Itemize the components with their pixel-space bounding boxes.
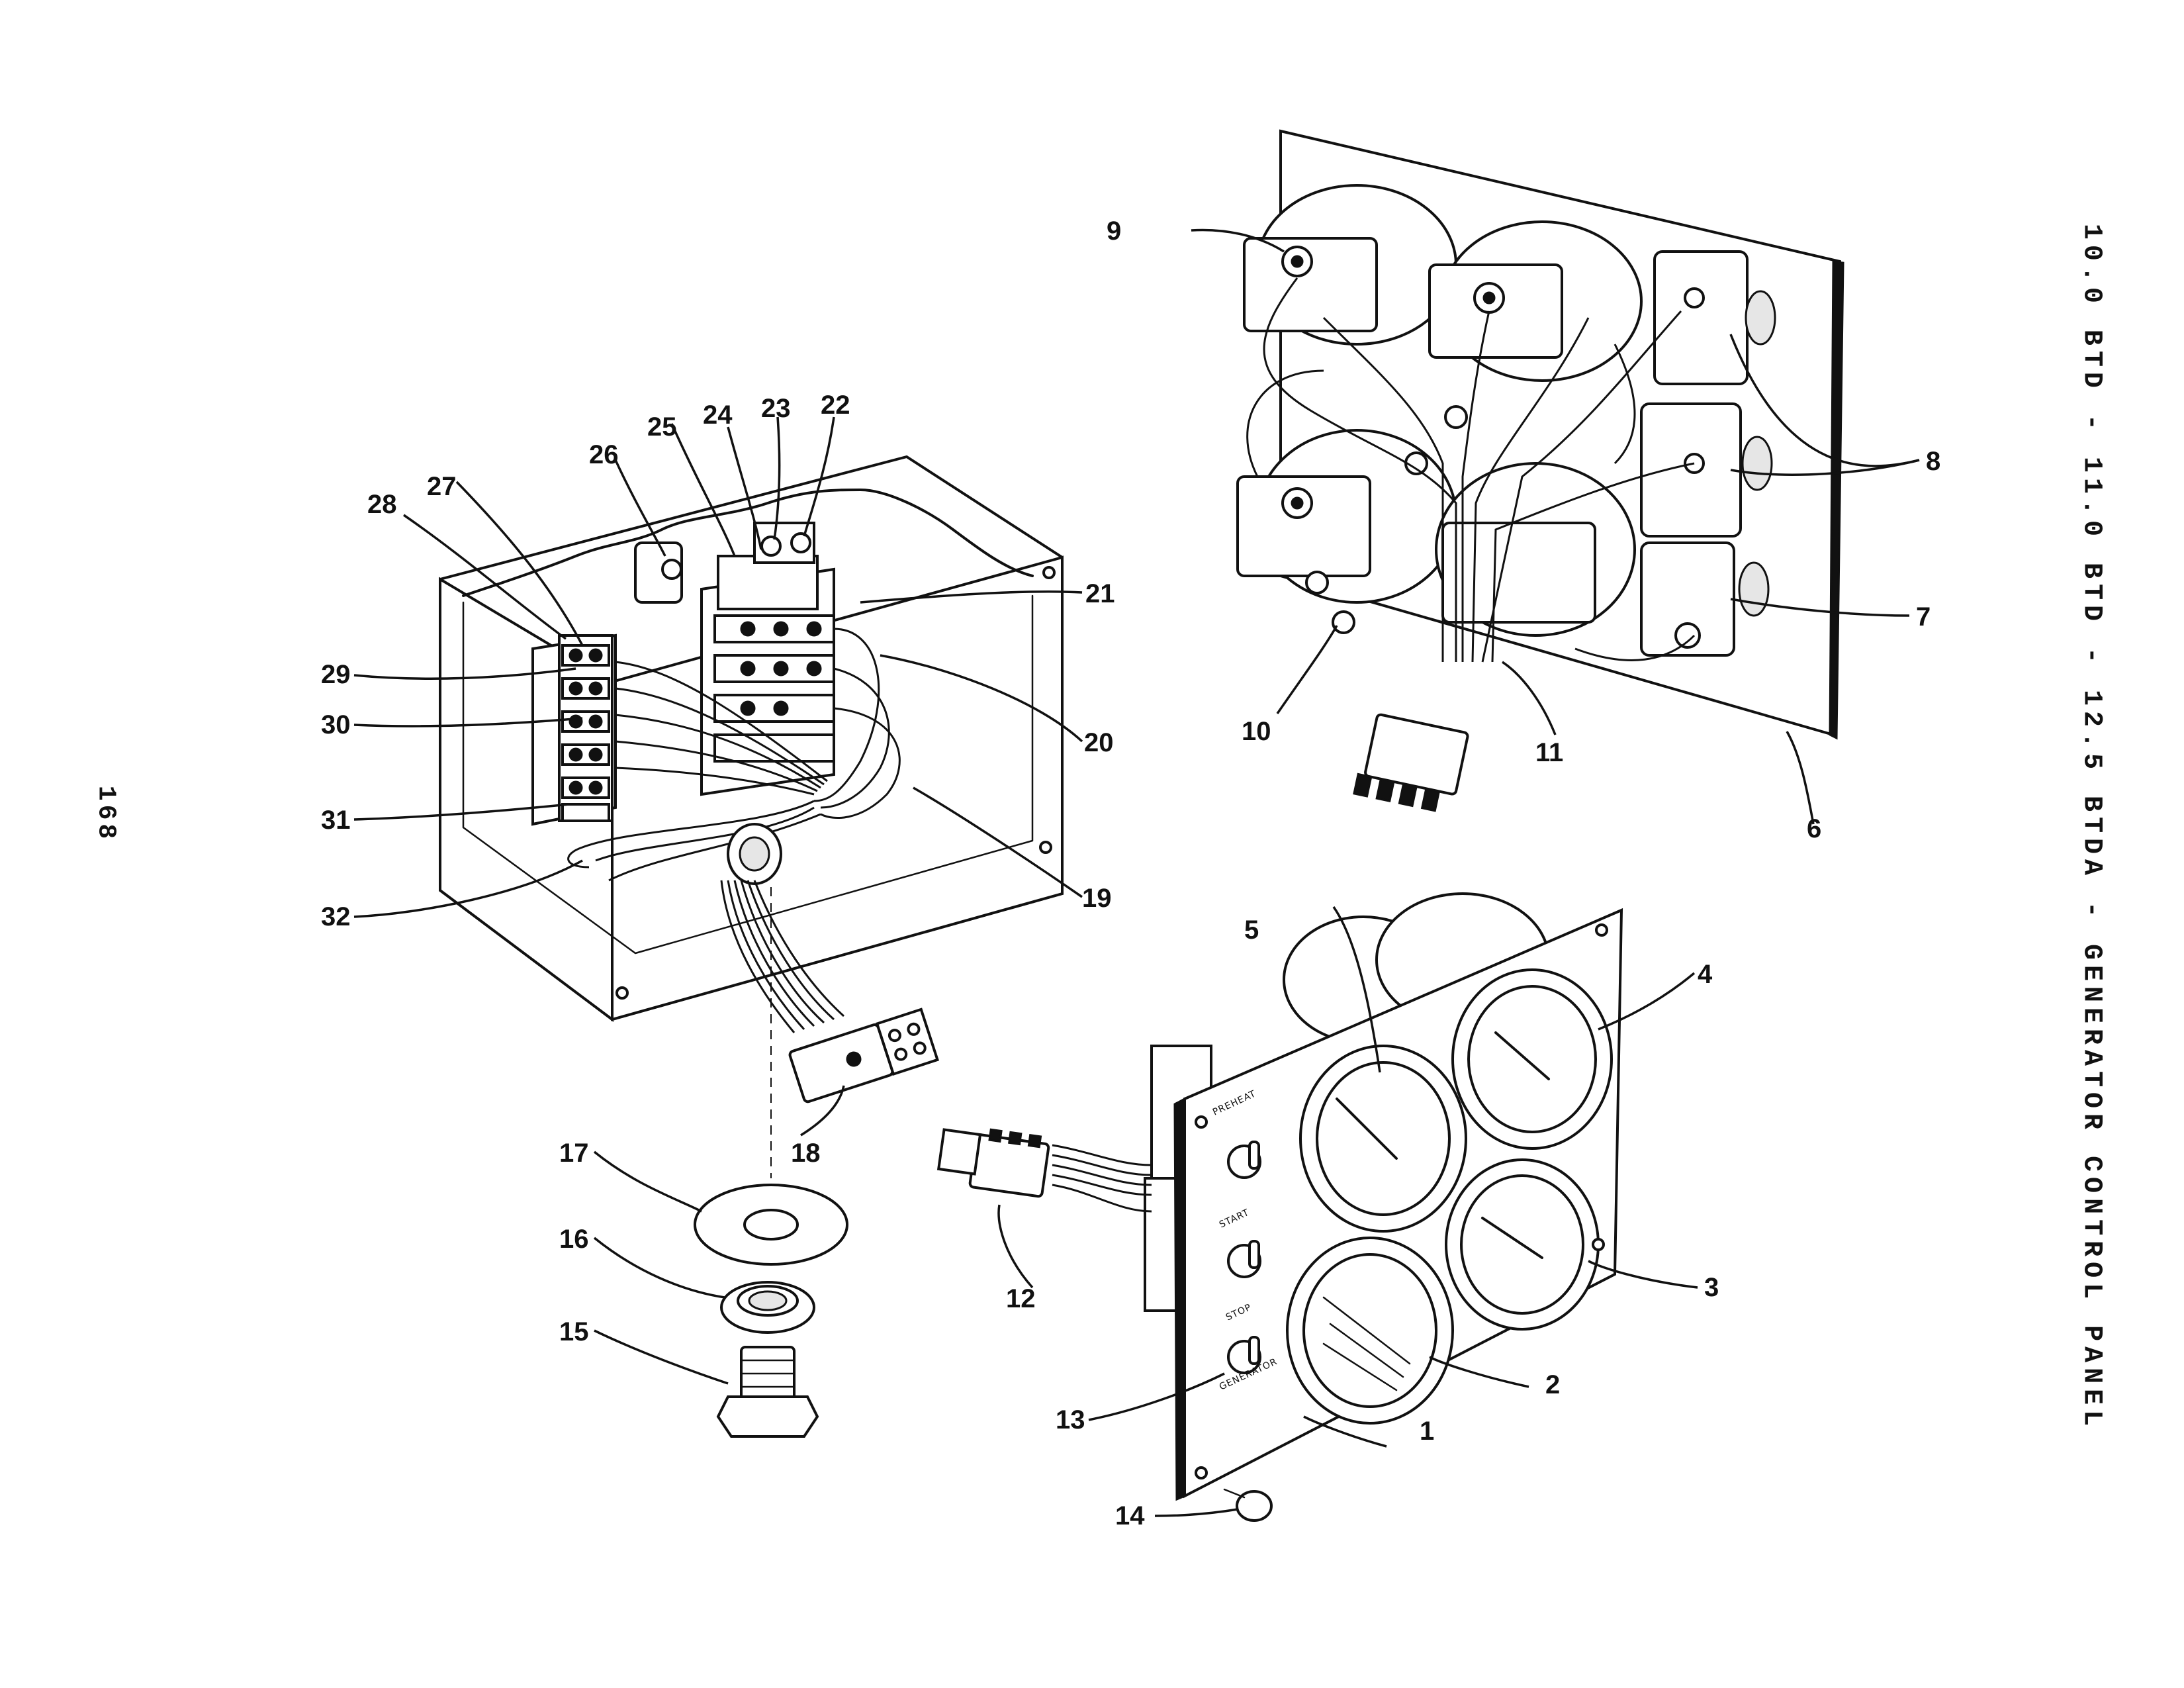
callout-9: 9 [1107,216,1121,246]
callout-19: 19 [1082,884,1112,913]
switch-preheat [1227,1141,1261,1179]
callout-17: 17 [559,1139,589,1168]
junction-box-assembly [439,455,1064,1178]
gauge-3 [1445,1158,1600,1331]
switch-start [1227,1240,1261,1278]
callout-16: 16 [559,1225,589,1254]
callout-7: 7 [1916,602,1931,632]
callout-27: 27 [427,472,457,501]
callout-13: 13 [1056,1405,1085,1434]
callout-3: 3 [1704,1273,1719,1302]
callout-22: 22 [821,391,850,420]
front-panel-assembly: PREHEAT START STOP GENERATOR [936,892,1623,1522]
callout-20: 20 [1084,728,1114,757]
callout-5: 5 [1244,915,1259,945]
callout-10: 10 [1242,717,1271,746]
callout-15: 15 [559,1317,589,1346]
callout-26: 26 [589,440,619,469]
callout-12: 12 [1006,1284,1036,1313]
callout-2: 2 [1545,1370,1560,1399]
page-title: 10.0 BTD - 11.0 BTD - 12.5 BTDA - GENERA… [2076,223,2107,1432]
callout-1: 1 [1420,1417,1434,1446]
leader-lines [353,228,1920,1517]
callout-32: 32 [321,902,351,931]
washer-17 [694,1184,848,1266]
gauge-5 [1299,1045,1467,1233]
callout-11: 11 [1535,738,1563,767]
screw-14 [1223,1488,1273,1522]
switch-stop [1227,1336,1261,1374]
callout-21: 21 [1085,579,1115,608]
locknut-16 [720,1281,815,1334]
callout-6: 6 [1807,814,1821,843]
callout-18: 18 [791,1139,821,1168]
callout-23: 23 [761,394,791,423]
gland-nut-15 [716,1346,819,1438]
callout-30: 30 [321,710,351,739]
gauge-2 [1286,1237,1454,1425]
callout-4: 4 [1698,960,1713,989]
callout-28: 28 [367,490,397,519]
callout-31: 31 [321,806,351,835]
callout-25: 25 [647,412,677,442]
callout-8: 8 [1926,447,1940,476]
rear-panel-assembly [1236,129,1844,812]
callout-labels: 1 2 3 4 5 6 7 8 9 10 11 12 13 14 15 16 1… [321,216,1940,1530]
gauge-4 [1451,968,1613,1150]
page-number: 168 [91,785,120,843]
callout-14: 14 [1115,1501,1145,1530]
callout-29: 29 [321,660,351,689]
callout-24: 24 [703,400,733,430]
